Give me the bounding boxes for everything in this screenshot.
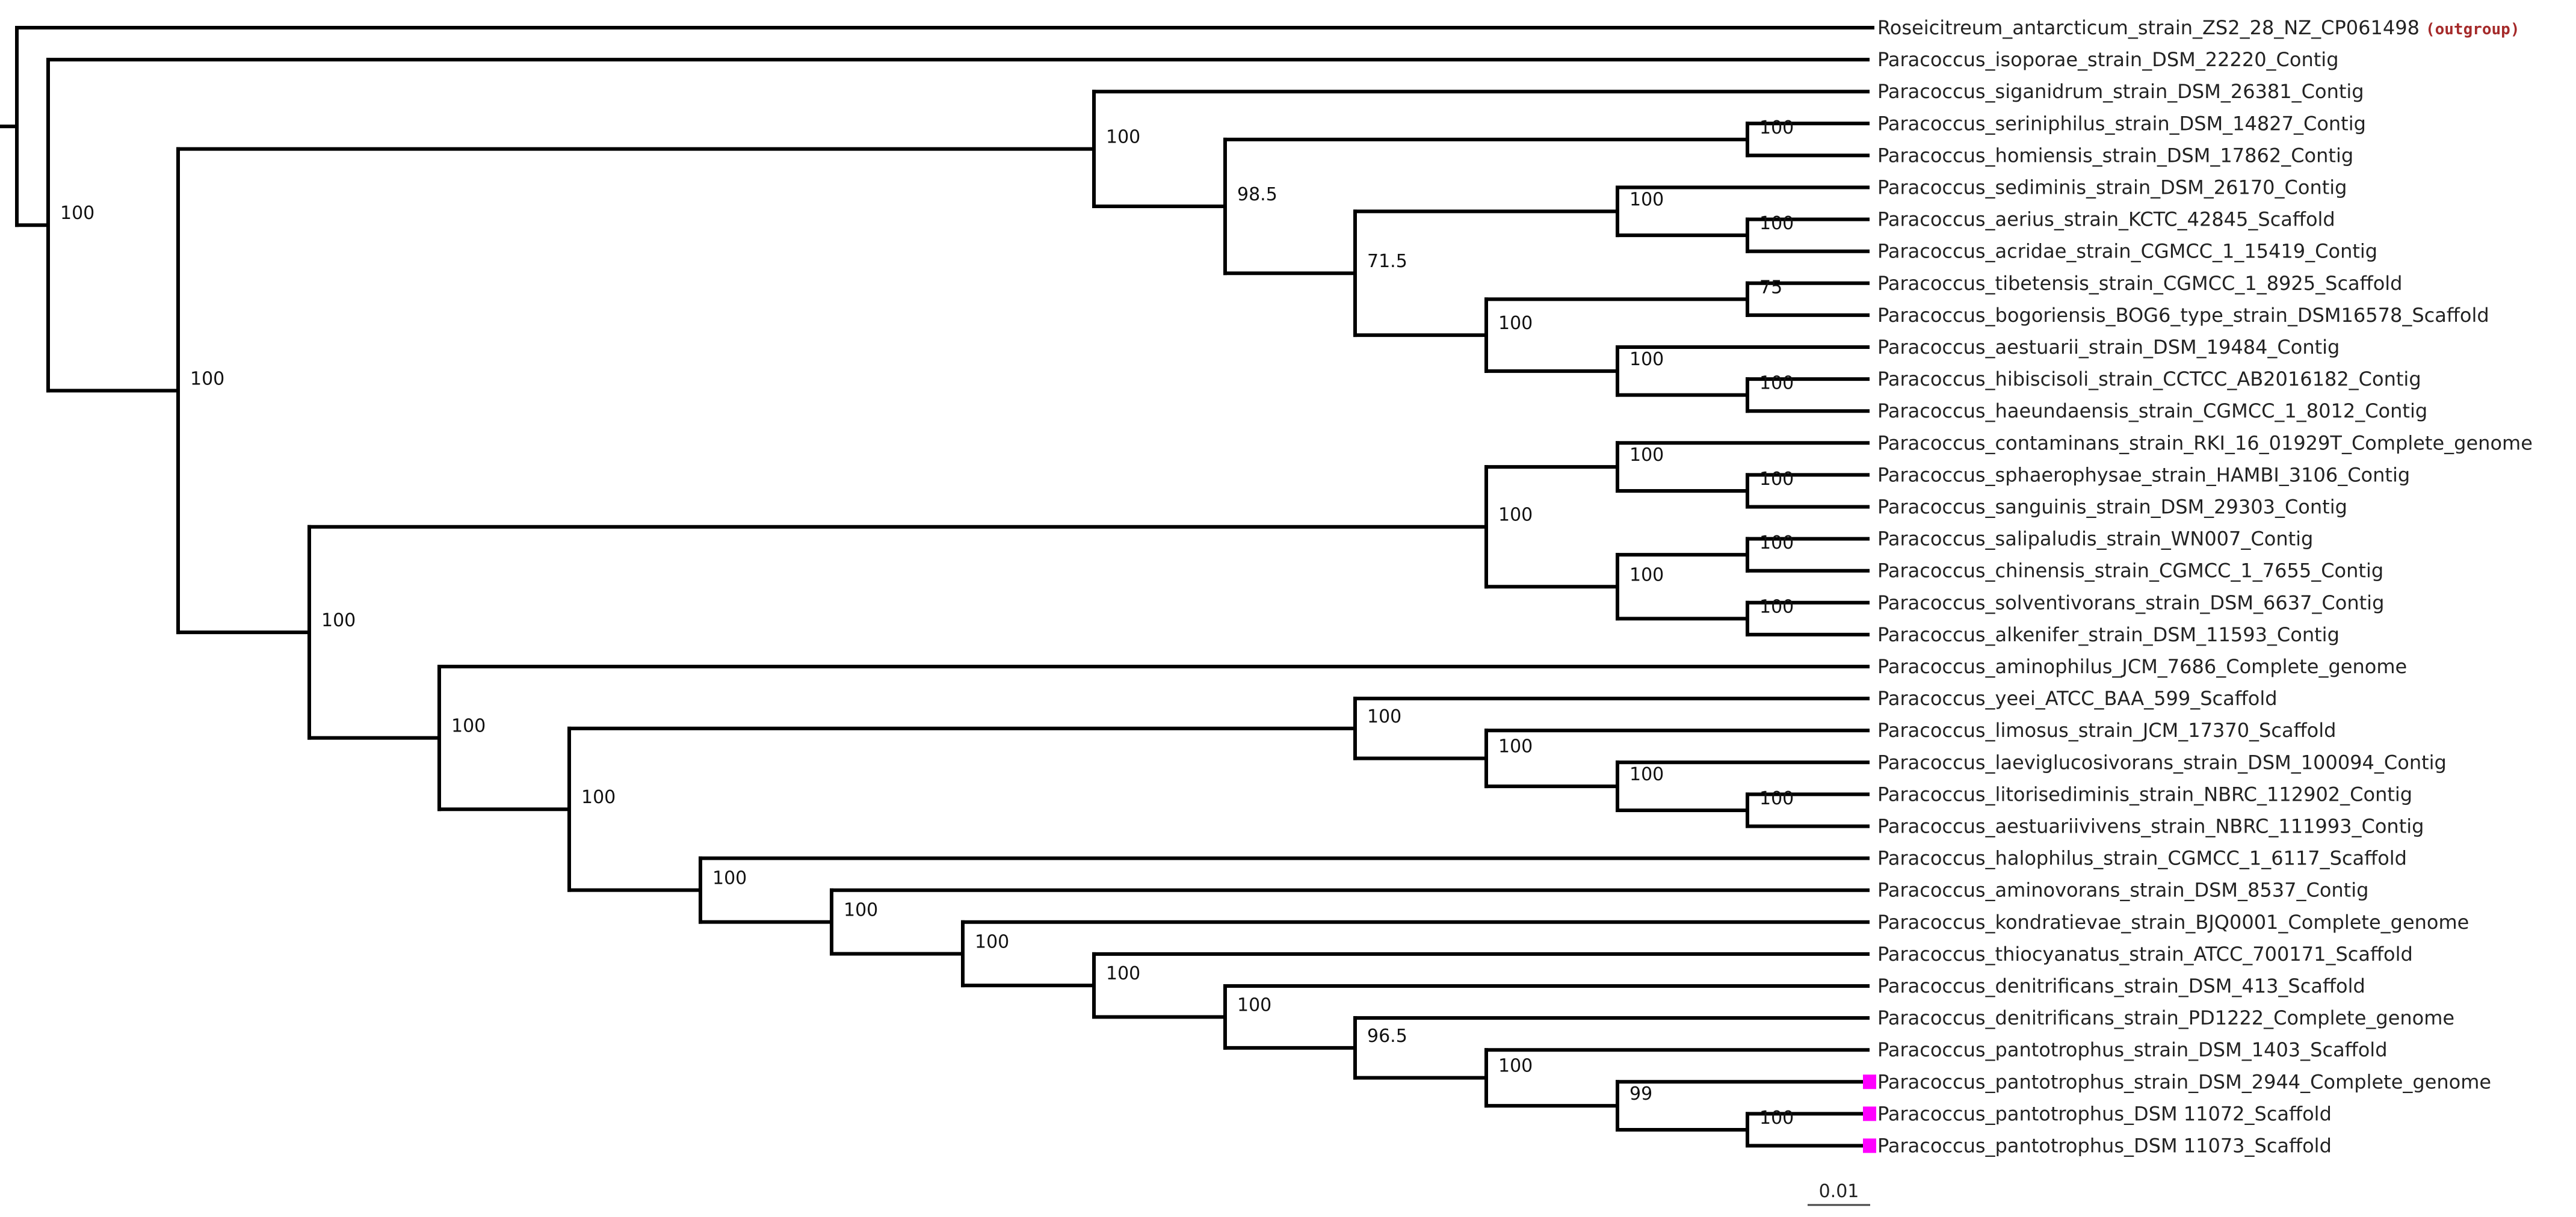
tree-branches xyxy=(0,26,1874,1148)
leaf-label: Paracoccus_denitrificans_strain_PD1222_C… xyxy=(1877,1006,2454,1029)
leaf-label: Paracoccus_aestuarii_strain_DSM_19484_Co… xyxy=(1877,336,2340,359)
leaf-label: Paracoccus_salipaludis_strain_WN007_Cont… xyxy=(1877,528,2313,550)
support-value: 100 xyxy=(712,868,747,889)
support-value: 100 xyxy=(581,787,616,808)
support-value: 75 xyxy=(1759,277,1782,298)
support-value: 96.5 xyxy=(1367,1026,1407,1047)
support-values: 100 100 100 98.5 100 71.5 100 100 100 75 100 100 100… xyxy=(60,117,1794,1129)
leaf-label: Paracoccus_pantotrophus_strain_DSM_1403_… xyxy=(1877,1038,2388,1061)
support-value: 100 xyxy=(1367,706,1401,727)
support-value: 100 xyxy=(451,716,486,737)
leaf-label: Paracoccus_contaminans_strain_RKI_16_019… xyxy=(1877,431,2533,454)
support-value: 100 xyxy=(1498,736,1533,757)
leaf-label: Paracoccus_sanguinis_strain_DSM_29303_Co… xyxy=(1877,496,2347,519)
support-value: 100 xyxy=(1106,127,1140,148)
support-value: 100 xyxy=(1759,213,1794,234)
support-value: 100 xyxy=(321,610,356,631)
leaf-label: Paracoccus_sediminis_strain_DSM_26170_Co… xyxy=(1877,176,2347,199)
scale-bar-label: 0.01 xyxy=(1819,1181,1859,1202)
highlight-marker xyxy=(1863,1106,1876,1121)
leaf-label: Paracoccus_laeviglucosivorans_strain_DSM… xyxy=(1877,751,2447,774)
support-value: 100 xyxy=(1629,764,1664,785)
outgroup-tag: (outgroup) xyxy=(2426,20,2520,39)
support-value: 100 xyxy=(1498,505,1533,526)
leaf-label: Paracoccus_aerius_strain_KCTC_42845_Scaf… xyxy=(1877,208,2335,231)
leaf-label: Paracoccus_isoporae_strain_DSM_22220_Con… xyxy=(1877,48,2339,71)
leaf-label: Paracoccus_hibiscisoli_strain_CCTCC_AB20… xyxy=(1877,368,2421,390)
support-value: 100 xyxy=(60,203,94,224)
leaf-label: Paracoccus_chinensis_strain_CGMCC_1_7655… xyxy=(1877,559,2383,582)
leaf-label: Paracoccus_tibetensis_strain_CGMCC_1_892… xyxy=(1877,272,2402,295)
leaf-label: Paracoccus_sphaerophysae_strain_HAMBI_31… xyxy=(1877,463,2410,486)
support-value: 100 xyxy=(1629,349,1664,370)
leaf-label: Paracoccus_thiocyanatus_strain_ATCC_7001… xyxy=(1877,943,2413,966)
support-value: 100 xyxy=(1759,1108,1794,1129)
support-value: 71.5 xyxy=(1367,251,1407,272)
leaf-label: Paracoccus_denitrificans_strain_DSM_413_… xyxy=(1877,975,2365,997)
support-value: 100 xyxy=(1629,564,1664,585)
support-value: 100 xyxy=(1759,373,1794,394)
leaf-labels: Roseicitreum_antarcticum_strain_ZS2_28_N… xyxy=(1863,16,2533,1157)
support-value: 100 xyxy=(1759,469,1794,490)
leaf-label: Paracoccus_alkenifer_strain_DSM_11593_Co… xyxy=(1877,623,2340,646)
leaf-label: Paracoccus_acridae_strain_CGMCC_1_15419_… xyxy=(1877,240,2377,263)
leaf-label: Paracoccus_aminophilus_JCM_7686_Complete… xyxy=(1877,655,2407,678)
leaf-label: Paracoccus_homiensis_strain_DSM_17862_Co… xyxy=(1877,144,2353,167)
support-value: 100 xyxy=(844,900,878,921)
leaf-label: Paracoccus_aestuariivivens_strain_NBRC_1… xyxy=(1877,815,2424,838)
leaf-label: Paracoccus_haeundaensis_strain_CGMCC_1_8… xyxy=(1877,399,2427,422)
leaf-label: Paracoccus_bogoriensis_BOG6_type_strain_… xyxy=(1877,304,2489,327)
support-value: 100 xyxy=(1106,963,1140,984)
leaf-label: Paracoccus_pantotrophus_DSM 11072_Scaffo… xyxy=(1877,1102,2332,1125)
support-value: 100 xyxy=(1498,1056,1533,1077)
support-value: 100 xyxy=(975,931,1009,952)
leaf-label: Roseicitreum_antarcticum_strain_ZS2_28_N… xyxy=(1877,16,2520,39)
leaf-label: Paracoccus_aminovorans_strain_DSM_8537_C… xyxy=(1877,879,2368,902)
support-value: 100 xyxy=(1498,313,1533,334)
support-value: 100 xyxy=(1759,117,1794,138)
scale-bar: 0.01 xyxy=(1808,1181,1870,1206)
support-value: 100 xyxy=(1237,994,1271,1015)
leaf-label: Paracoccus_siganidrum_strain_DSM_26381_C… xyxy=(1877,80,2364,103)
support-value: 100 xyxy=(1629,445,1664,466)
support-value: 100 xyxy=(1759,532,1794,553)
support-value: 100 xyxy=(1759,596,1794,617)
leaf-label: Paracoccus_kondratievae_strain_BJQ0001_C… xyxy=(1877,911,2469,934)
support-value: 99 xyxy=(1629,1083,1652,1105)
leaf-label: Paracoccus_pantotrophus_DSM 11073_Scaffo… xyxy=(1877,1135,2332,1157)
leaf-label: Paracoccus_halophilus_strain_CGMCC_1_611… xyxy=(1877,847,2407,870)
leaf-label: Paracoccus_seriniphilus_strain_DSM_14827… xyxy=(1877,112,2366,135)
leaf-label: Paracoccus_limosus_strain_JCM_17370_Scaf… xyxy=(1877,719,2336,742)
leaf-label: Paracoccus_yeei_ATCC_BAA_599_Scaffold xyxy=(1877,687,2278,710)
support-value: 100 xyxy=(1629,189,1664,210)
highlight-marker xyxy=(1863,1138,1876,1153)
leaf-label: Paracoccus_pantotrophus_strain_DSM_2944_… xyxy=(1877,1070,2491,1093)
highlight-marker xyxy=(1863,1074,1876,1089)
leaf-label: Paracoccus_solventivorans_strain_DSM_663… xyxy=(1877,591,2384,614)
support-value: 100 xyxy=(190,368,224,389)
support-value: 100 xyxy=(1759,788,1794,809)
support-value: 98.5 xyxy=(1237,184,1277,205)
leaf-label: Paracoccus_litorisediminis_strain_NBRC_1… xyxy=(1877,783,2412,806)
